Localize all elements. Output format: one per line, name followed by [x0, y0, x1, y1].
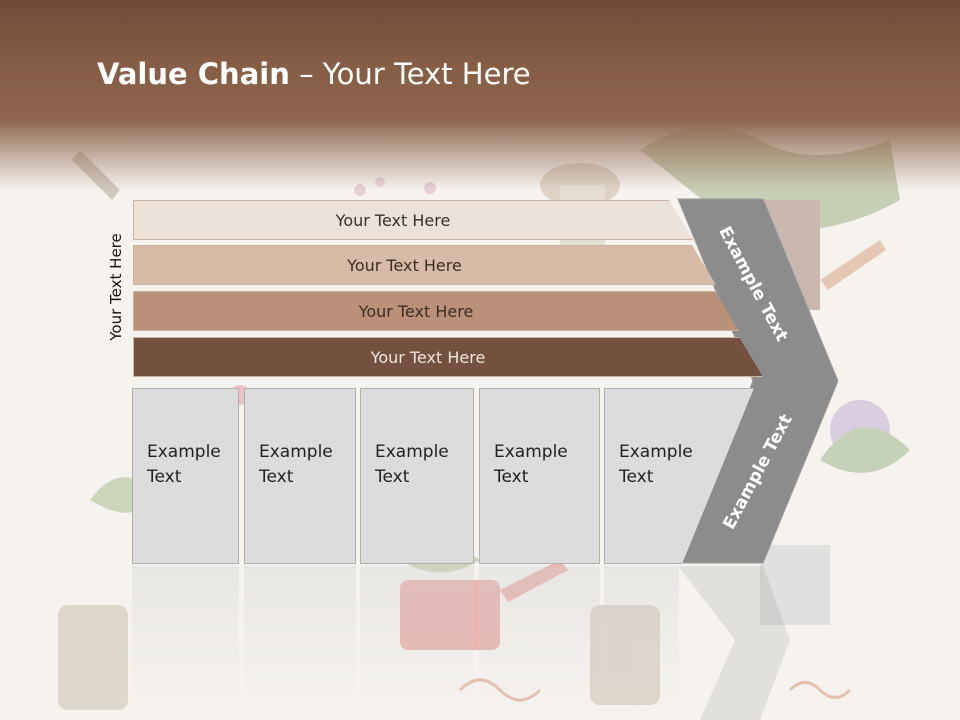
row-4: Your Text Here [133, 337, 763, 377]
row-2: Your Text Here [133, 245, 716, 285]
box-1-line1: Example [147, 442, 221, 462]
slide-title: Value Chain – Your Text Here [97, 54, 531, 94]
box-5-line2: Text [619, 467, 654, 487]
side-label-text: Your Text Here [107, 233, 125, 341]
row-1: Your Text Here [133, 200, 693, 240]
box-3-line2: Text [375, 467, 410, 487]
box-3: Example Text [360, 388, 474, 564]
box-2-reflection [244, 566, 356, 720]
box-1-reflection [132, 566, 239, 720]
box-4-line1: Example [494, 442, 568, 462]
title-bold: Value Chain [97, 57, 290, 91]
box-5-reflection [604, 566, 679, 720]
box-1: Example Text [132, 388, 239, 564]
title-band [0, 0, 960, 190]
box-1-line2: Text [147, 467, 182, 487]
box-2-line1: Example [259, 442, 333, 462]
box-2-line2: Text [259, 467, 294, 487]
box-2: Example Text [244, 388, 356, 564]
box-4: Example Text [479, 388, 600, 564]
box-5-line1: Example [619, 442, 693, 462]
box-3-line1: Example [375, 442, 449, 462]
box-4-line2: Text [494, 467, 529, 487]
row-2-label: Your Text Here [347, 255, 462, 275]
row-3: Your Text Here [133, 291, 739, 331]
box-4-reflection [479, 566, 600, 720]
row-1-label: Your Text Here [335, 210, 451, 230]
row-3-label: Your Text Here [358, 301, 474, 321]
title-rest: – Your Text Here [289, 57, 531, 91]
box-3-reflection [360, 566, 474, 720]
row-4-label: Your Text Here [370, 347, 486, 367]
